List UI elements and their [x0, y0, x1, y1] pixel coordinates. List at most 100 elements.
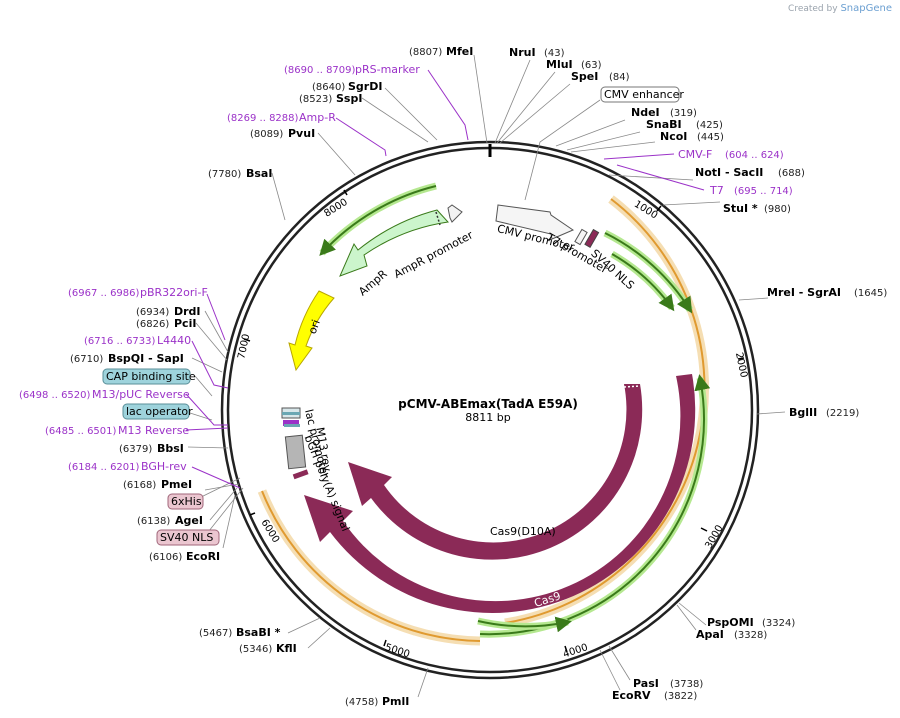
- enzyme-pos: (688): [778, 168, 805, 179]
- enzyme-pos: (3738): [670, 679, 703, 690]
- t7-promoter-block: [574, 228, 588, 246]
- enzyme-pos: (6106): [149, 552, 182, 563]
- leader-line: [187, 446, 229, 449]
- lac-operator-box: [122, 403, 190, 420]
- enzyme-pos: (6138): [137, 516, 170, 527]
- leader-line: [204, 310, 229, 353]
- primer-leader: [335, 117, 387, 157]
- ampr-label: AmpR: [356, 267, 390, 298]
- orf-orange-left: [261, 490, 481, 642]
- enzyme-pos: (2219): [826, 408, 859, 419]
- plasmid-name: pCMV-ABEmax(TadA E59A): [398, 397, 578, 411]
- enzyme-name: BglII: [789, 406, 817, 419]
- primer-pos: (604 .. 624): [725, 150, 784, 161]
- leader-line: [194, 375, 213, 397]
- tick-label-2000: 2000: [733, 352, 749, 379]
- leader-line: [496, 71, 556, 144]
- primer-pos: (8269 .. 8288): [227, 113, 299, 124]
- orf-green-right-outer: [604, 232, 693, 314]
- primer-pos: (695 .. 714): [734, 186, 793, 197]
- ori-feature-arrow: [288, 290, 335, 372]
- tick-mark: [737, 357, 745, 360]
- primer-name: pBR322ori-F: [140, 286, 208, 299]
- plasmid-size: 8811 bp: [465, 411, 510, 424]
- leader-line: [317, 132, 356, 176]
- leader-line: [361, 97, 429, 143]
- orf-green-right-inner: [611, 253, 675, 312]
- enzyme-name: NdeI: [631, 106, 660, 119]
- cap-binding-site-label: CAP binding site: [106, 370, 196, 383]
- leader-line: [494, 59, 531, 144]
- sv40-nls-label: SV40 NLS: [160, 531, 213, 544]
- tick-mark: [343, 189, 348, 196]
- leader-line: [384, 87, 438, 141]
- leader-line: [209, 487, 238, 521]
- enzyme-name: PciI: [174, 317, 196, 330]
- leader-line: [287, 617, 321, 634]
- enzyme-pos: (8640): [312, 82, 345, 93]
- enzyme-name: EcoRV: [612, 689, 651, 702]
- credit-prefix: Created by: [788, 4, 838, 14]
- enzyme-pos: (6379): [119, 444, 152, 455]
- leader-line: [195, 322, 228, 361]
- primer-leader: [616, 164, 705, 191]
- primer-pos: (6485 .. 6501): [45, 426, 117, 437]
- enzyme-name: SnaBI: [646, 118, 682, 131]
- enzyme-pos: (8523): [299, 94, 332, 105]
- leader-line: [662, 201, 721, 206]
- enzyme-pos: (8089): [250, 129, 283, 140]
- tick-mark: [564, 645, 568, 653]
- enzyme-name: DrdI: [174, 305, 201, 318]
- tick-mark: [656, 205, 662, 212]
- enzyme-pos: (445): [697, 132, 724, 143]
- enzyme-name: SpeI: [571, 70, 598, 83]
- enzyme-name: PasI: [633, 677, 659, 690]
- primer-leader: [206, 293, 226, 341]
- lac-operator-block: [284, 424, 300, 427]
- leader-line: [570, 141, 656, 153]
- leader-line: [307, 627, 331, 649]
- enzyme-name: PmlI: [382, 695, 409, 708]
- primer-name: M13/pUC Reverse: [92, 388, 190, 401]
- enzyme-name: BspQI - SapI: [108, 352, 184, 365]
- sv40-nls-top-block: [584, 228, 600, 248]
- leader-line: [191, 357, 223, 373]
- enzyme-pos: (84): [609, 72, 630, 83]
- leader-line: [524, 99, 601, 201]
- cmv-enhancer-box: [600, 86, 680, 103]
- enzyme-pos: (8807): [409, 47, 442, 58]
- leader-line: [676, 604, 697, 631]
- enzyme-name: PmeI: [161, 478, 192, 491]
- primer-name: BGH-rev: [141, 460, 187, 473]
- leader-line: [417, 667, 429, 698]
- primer-name: T7: [709, 184, 724, 197]
- enzyme-name: SgrDI: [348, 80, 382, 93]
- tick-mark: [249, 512, 256, 516]
- enzyme-name: SspI: [336, 92, 362, 105]
- enzyme-name: MluI: [546, 58, 573, 71]
- enzyme-pos: (7780): [208, 169, 241, 180]
- orf-orange-right: [504, 198, 706, 624]
- leader-line: [608, 174, 694, 181]
- cap-site-block: [282, 412, 300, 415]
- tick-label-8000: 8000: [322, 197, 349, 220]
- enzyme-name: AgeI: [175, 514, 203, 527]
- enzyme-name: MreI - SgrAI: [767, 286, 841, 299]
- enzyme-pos: (5346): [239, 644, 272, 655]
- primer-leader: [185, 427, 229, 431]
- enzyme-name: NruI: [509, 46, 536, 59]
- enzyme-pos: (43): [544, 48, 565, 59]
- cap-binding-site-box: [102, 368, 191, 385]
- primer-pos: (6967 .. 6986): [68, 288, 140, 299]
- enzyme-name: BsaBI *: [236, 626, 281, 639]
- enzyme-name: KflI: [276, 642, 297, 655]
- enzyme-pos: (1645): [854, 288, 887, 299]
- leader-line: [473, 54, 488, 144]
- enzyme-name: EcoRI: [186, 550, 220, 563]
- primer-leader: [191, 340, 229, 389]
- enzyme-name: NcoI: [660, 130, 687, 143]
- enzyme-pos: (6934): [136, 307, 169, 318]
- orf-green-top-left: [319, 185, 437, 256]
- enzyme-name: PvuI: [288, 127, 315, 140]
